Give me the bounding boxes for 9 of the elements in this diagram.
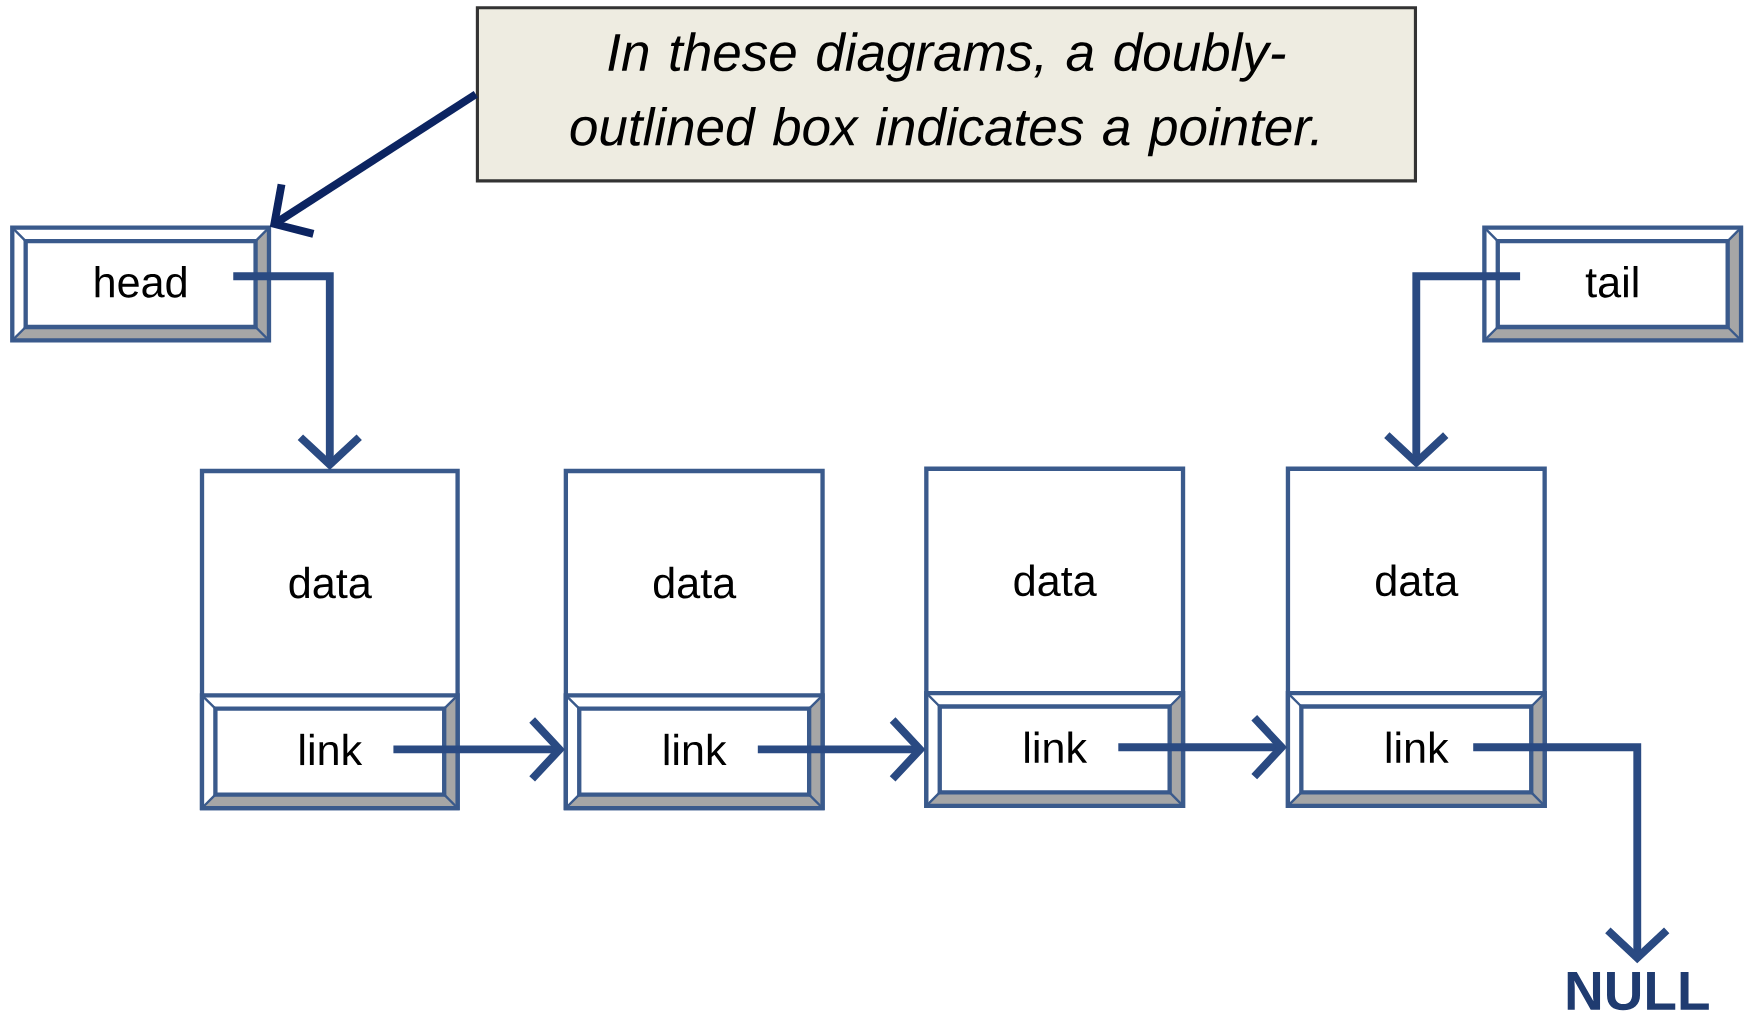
pointer-box: link	[199, 693, 460, 811]
pointer-box: tail	[1482, 225, 1744, 343]
note-box: In these diagrams, a doubly-outlined box indicates a pointer.	[475, 6, 1417, 183]
pointer-box: link	[563, 693, 825, 811]
pointer-box: link	[924, 691, 1186, 809]
pointer-box: link	[1285, 691, 1547, 809]
null-label: NULL	[1567, 972, 1709, 1011]
pointer-box: head	[10, 225, 272, 343]
arrow	[269, 91, 478, 238]
